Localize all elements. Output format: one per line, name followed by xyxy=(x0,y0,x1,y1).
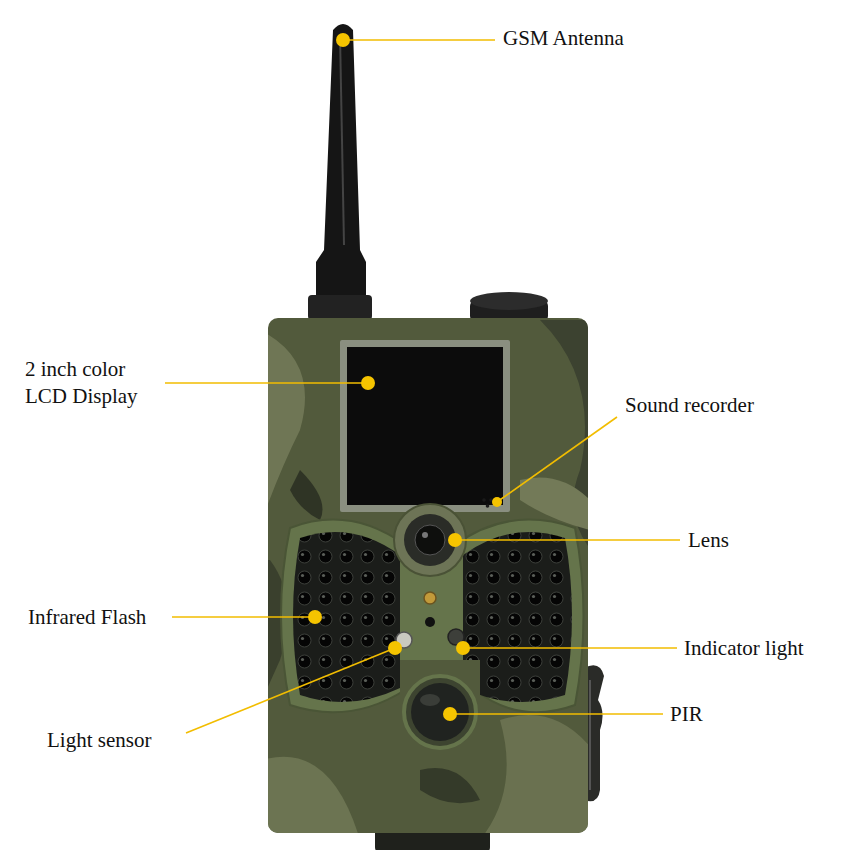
gsm-antenna xyxy=(308,24,372,320)
lcd-display xyxy=(340,340,510,512)
small-sensor xyxy=(425,617,435,627)
part-label: PIR xyxy=(670,701,703,728)
callout-dots xyxy=(308,33,502,721)
part-label: Sound recorder xyxy=(625,392,754,419)
part-label: Light sensor xyxy=(47,727,151,754)
leader-lines xyxy=(165,40,680,733)
small-sensor xyxy=(424,592,436,604)
camera-housing xyxy=(260,318,600,840)
part-label: Indicator light xyxy=(684,635,804,662)
camera-lens xyxy=(394,504,466,576)
microphone-holes xyxy=(482,498,493,508)
pir-sensor xyxy=(400,660,480,760)
part-label: Lens xyxy=(688,527,729,554)
top-knob xyxy=(470,292,548,322)
part-label: GSM Antenna xyxy=(503,25,624,52)
part-label: Infrared Flash xyxy=(28,604,146,631)
part-label: 2 inch color LCD Display xyxy=(25,356,157,410)
